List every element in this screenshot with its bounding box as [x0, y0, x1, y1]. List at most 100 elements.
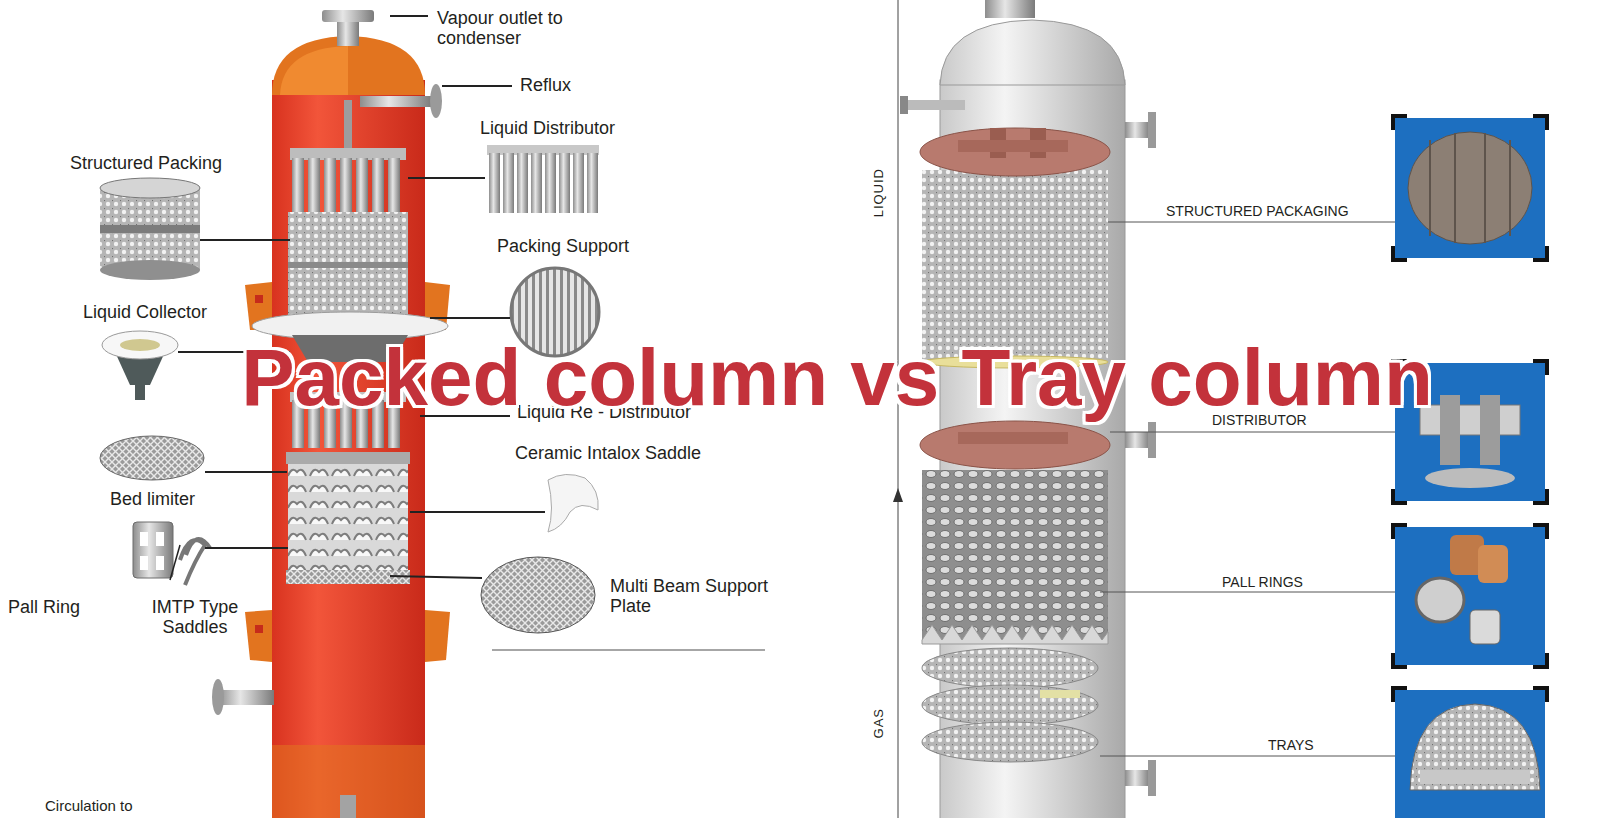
part-label: Multi Beam Support Plate — [610, 576, 795, 616]
leader-lines — [205, 547, 288, 549]
part-label: Vapour outlet to condenser — [437, 8, 577, 48]
axis-label: LIQUID — [872, 168, 887, 217]
part-images — [573, 153, 584, 213]
packed-column — [288, 464, 408, 572]
part-panels — [1408, 132, 1532, 244]
part-images — [559, 153, 570, 213]
part-panels — [1393, 116, 1547, 260]
part-panels — [1425, 468, 1515, 488]
part-label: Ceramic Intalox Saddle — [515, 443, 701, 463]
part-label: TRAYS — [1268, 738, 1314, 754]
part-images — [100, 260, 200, 280]
tray-column — [958, 432, 1068, 444]
leader-lines — [1100, 222, 1395, 756]
leader-lines — [1110, 432, 1395, 433]
packed-column — [245, 610, 272, 662]
part-images — [156, 556, 164, 570]
tray-column — [1125, 432, 1150, 448]
packed-column — [292, 158, 304, 213]
leader-lines — [408, 177, 485, 179]
part-label: Circulation to — [45, 798, 133, 815]
packed-column — [272, 80, 425, 818]
part-images — [548, 474, 598, 532]
packed-column — [286, 452, 410, 464]
part-images — [100, 436, 204, 480]
packed-column — [322, 10, 374, 22]
tray-column — [1040, 690, 1080, 698]
tray-column — [893, 488, 903, 502]
part-images — [489, 153, 500, 213]
tray-column — [922, 722, 1098, 762]
leader-lines — [205, 471, 287, 473]
part-label: Structured Packing — [70, 153, 222, 173]
part-label: PALL RINGS — [1222, 575, 1303, 591]
part-panels — [1395, 527, 1545, 665]
tray-column — [1148, 112, 1156, 148]
part-images — [133, 522, 173, 578]
packed-column — [288, 262, 408, 268]
part-images — [135, 385, 145, 400]
leader-lines — [442, 85, 512, 87]
part-images — [120, 339, 160, 351]
part-label: Liquid Distributor — [480, 118, 615, 138]
leader-lines — [1108, 222, 1395, 223]
part-images — [180, 539, 210, 585]
packed-column — [388, 158, 400, 213]
part-images — [503, 153, 514, 213]
part-images — [492, 649, 765, 651]
packed-column — [344, 100, 352, 148]
part-images — [140, 556, 148, 570]
leader-lines — [1100, 756, 1395, 757]
part-images — [489, 153, 598, 213]
part-label: Bed limiter — [110, 489, 195, 509]
tray-column — [1148, 422, 1156, 458]
packed-column — [356, 158, 368, 213]
part-images — [545, 153, 556, 213]
leader-lines — [200, 239, 290, 241]
part-panels — [1420, 405, 1520, 435]
overlay-title: Packed column vs Tray column — [137, 338, 1537, 418]
part-panels — [1430, 133, 1510, 243]
tray-column — [905, 100, 965, 110]
tray-column — [900, 96, 908, 114]
part-images — [170, 545, 180, 580]
part-panels — [1416, 578, 1464, 622]
tray-column — [922, 685, 1098, 725]
part-panels — [1393, 525, 1547, 667]
part-label: STRUCTURED PACKAGING — [1166, 204, 1349, 220]
part-panels — [1395, 690, 1545, 818]
packed-column — [340, 795, 356, 818]
part-label: Liquid Collector — [83, 302, 207, 322]
part-panels — [1410, 704, 1540, 790]
part-label: Pall Ring — [8, 597, 80, 617]
tray-column — [922, 648, 1098, 688]
part-images — [481, 557, 595, 633]
leader-lines — [390, 15, 428, 17]
packed-column — [255, 295, 263, 303]
packed-column — [272, 745, 425, 818]
packed-column — [372, 158, 384, 213]
part-panels — [1395, 118, 1545, 258]
part-panels — [1420, 770, 1530, 784]
packed-column — [280, 46, 348, 95]
part-panels — [1470, 610, 1500, 644]
leader-lines — [390, 576, 482, 578]
tray-column — [920, 128, 1110, 176]
part-images — [156, 532, 164, 546]
tray-column — [958, 140, 1068, 152]
part-panels — [1440, 395, 1460, 465]
part-images — [587, 153, 598, 213]
tray-column — [985, 0, 1035, 18]
packed-column — [255, 625, 263, 633]
part-label: Packing Support — [497, 236, 629, 256]
tray-column — [922, 470, 1108, 640]
leader-lines — [430, 317, 510, 319]
part-panels — [1393, 688, 1547, 702]
packed-column — [212, 679, 224, 715]
part-images — [531, 153, 542, 213]
tray-column — [922, 625, 1108, 644]
tray-column — [940, 20, 1125, 85]
tray-column — [1148, 760, 1156, 796]
tray-column — [1125, 770, 1150, 786]
